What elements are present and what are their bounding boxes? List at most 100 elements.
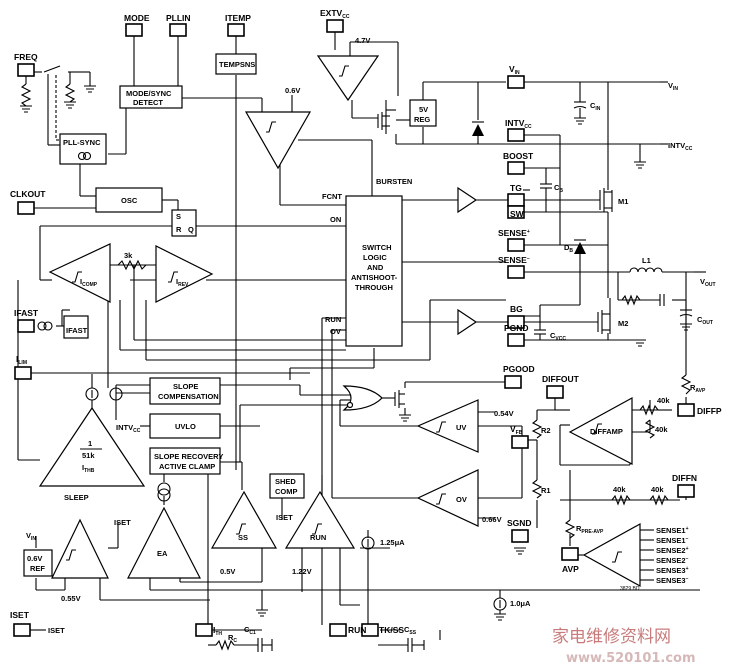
ravp-text: RAVP — [690, 383, 706, 394]
run-pin — [329, 623, 347, 637]
sgnd-pin — [511, 529, 529, 543]
reg-box — [409, 99, 437, 127]
pgnd-label: PGND — [504, 323, 529, 333]
iset-pin — [13, 623, 31, 637]
diffout-label: DIFFOUT — [542, 374, 580, 384]
m2-text: M2 — [618, 319, 628, 328]
r1-text: R1 — [541, 486, 551, 495]
i10-text: 1.0μA — [510, 599, 531, 608]
intvcc-sig-text: INTVCC — [116, 423, 141, 434]
vin-pin — [507, 75, 525, 89]
sense-plus-pin — [507, 238, 525, 252]
tempsns-text: TEMPSNS — [219, 60, 255, 69]
vin-ref-text: VIN — [26, 531, 36, 542]
pllin-label: PLLIN — [166, 13, 191, 23]
watermark-cn: 家电维修资料网 — [552, 627, 671, 647]
pgood-label: PGOOD — [503, 364, 535, 374]
ilim-pin — [14, 366, 32, 380]
iset-sig-text: ISET — [114, 518, 131, 527]
diffn-label: DIFFN — [672, 473, 697, 483]
ss-comparator — [210, 490, 278, 549]
switch-logic-box — [345, 195, 403, 347]
hysteresis-marks — [66, 65, 622, 563]
mode-sync-text2: DETECT — [133, 98, 163, 107]
ifast-box-text: IFAST — [66, 326, 88, 335]
pgnd-pin — [507, 333, 525, 347]
rpre-text: RPRE-AVP — [576, 524, 604, 535]
ref-box — [23, 549, 53, 577]
tempsns-box — [215, 53, 257, 75]
avp-label: AVP — [562, 564, 579, 574]
pgood-pin — [504, 375, 522, 389]
sense-inputs: SENSE1+ SENSE1− SENSE2+ SENSE2− SENSE3+ … — [656, 526, 689, 585]
part-number: 3829 BD — [620, 586, 640, 592]
cout-text: COUT — [697, 315, 713, 326]
sense-in-1: SENSE1+ — [656, 526, 689, 535]
intvcc-right-text: INTVCC — [668, 141, 693, 152]
tg-pin — [507, 193, 525, 207]
tkss-label: TK/SS — [379, 625, 404, 635]
shed-comp-box — [269, 473, 305, 499]
shed-text: SHED — [275, 477, 296, 486]
v05-text: 0.5V — [220, 567, 235, 576]
l1-text: L1 — [642, 256, 651, 265]
intvcc-pin — [507, 128, 525, 142]
ov-signal-text: OV — [330, 327, 341, 336]
current-sources — [85, 387, 507, 611]
wires — [17, 30, 700, 640]
slope-recovery-box — [149, 447, 221, 475]
sense-minus-label: SENSE− — [498, 255, 530, 265]
run-amp-text: RUN — [310, 533, 326, 542]
sw-pin — [507, 205, 525, 219]
uv-comparator — [416, 399, 479, 453]
v47-text: 4.7V — [355, 36, 370, 45]
mosfets — [377, 112, 613, 408]
ilim-label: ILIM — [16, 354, 27, 366]
watermark-url: www.520101.com — [566, 651, 696, 666]
icomp-text: ICOMP — [80, 277, 98, 288]
resistors — [20, 83, 692, 651]
rc-text: RC — [228, 633, 237, 644]
slope-comp-box — [149, 377, 221, 405]
icomp-comparator — [48, 243, 111, 303]
tg-driver — [457, 186, 478, 214]
ith-label: ITH — [213, 625, 222, 637]
m1-text: M1 — [618, 197, 628, 206]
ref-text: 0.6V — [27, 554, 42, 563]
tg-label: TG — [510, 183, 522, 193]
and-text: AND — [367, 263, 384, 272]
ithb-text: ITHB — [82, 463, 95, 474]
sense-in-6: SENSE3− — [656, 576, 689, 585]
ref-text2: REF — [30, 564, 45, 573]
irev-comparator — [155, 245, 214, 303]
ifast-pin — [17, 319, 35, 333]
q-text: Q — [188, 225, 194, 234]
vin-label: VIN — [509, 64, 520, 76]
sense-in-5: SENSE3+ — [656, 566, 689, 575]
css-text: CSS — [404, 625, 417, 636]
extvcc-comparator — [316, 55, 380, 102]
avp-pin — [561, 547, 579, 561]
boost-label: BOOST — [503, 151, 534, 161]
ithb-num: 1 — [88, 439, 92, 448]
iset-shed-text: ISET — [276, 513, 293, 522]
slope-comp-text: SLOPE — [173, 382, 198, 391]
i125-text: 1.25μA — [380, 538, 405, 547]
ithb-den: 51k — [82, 451, 95, 460]
sense-in-2: SENSE1− — [656, 536, 689, 545]
diodes — [472, 121, 586, 254]
intvcc-label: INTVCC — [505, 118, 532, 130]
r-text: R — [176, 225, 182, 234]
v066-text: 0.66V — [482, 515, 502, 524]
run-pin-label: RUN — [348, 625, 366, 635]
ithb-amp — [38, 406, 146, 487]
db-text: DB — [564, 243, 573, 254]
sleep-comparator — [51, 518, 109, 579]
diffp-pin — [677, 403, 695, 417]
ea-amp — [127, 506, 201, 579]
mode-pin — [125, 23, 143, 37]
v054-text: 0.54V — [494, 409, 514, 418]
boost-pin — [507, 161, 525, 175]
extvcc-label: EXTVCC — [320, 8, 350, 20]
sw-label: SW — [510, 209, 525, 219]
